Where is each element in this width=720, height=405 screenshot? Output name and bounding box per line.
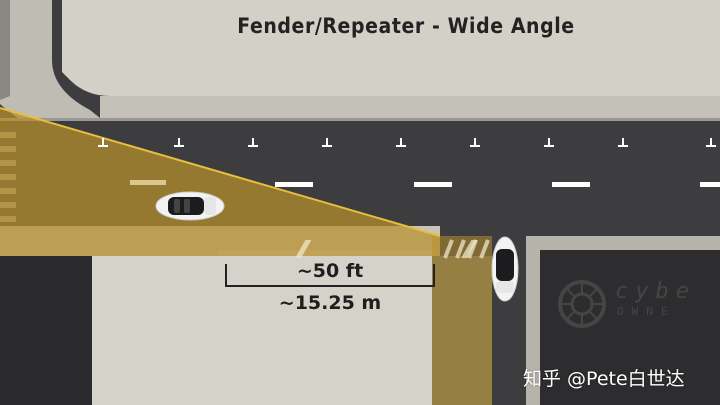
diagram-title: Fender/Repeater - Wide Angle	[237, 14, 575, 38]
camera-view-edge	[0, 107, 441, 237]
right-crosswalk-stripes	[443, 239, 490, 259]
top-sidewalk	[100, 96, 720, 118]
brand-logo: cybe OWNE	[555, 275, 720, 335]
lane-markings	[130, 180, 720, 187]
top-left-curb	[0, 0, 100, 118]
top-left-wall	[0, 0, 10, 100]
bottom-left-building	[0, 256, 92, 405]
distance-feet-label: ~50 ft	[296, 260, 364, 282]
distance-bracket	[225, 264, 435, 287]
top-building-block	[62, 0, 720, 96]
top-curb-edge	[0, 118, 720, 121]
parked-car-icon	[491, 236, 519, 302]
camera-view-area	[0, 108, 440, 256]
watermark-text: 知乎 @Pete白世达	[523, 368, 685, 390]
car-top-view-icon	[155, 191, 225, 221]
brand-wordmark: cybe	[615, 279, 696, 304]
camera-view-sidestreet	[432, 236, 492, 405]
parking-ticks	[98, 138, 716, 147]
right-building-inner	[540, 250, 720, 405]
brand-subtext: OWNE	[617, 305, 676, 318]
distance-meters-label: ~15.25 m	[278, 292, 382, 314]
bottom-center-building	[92, 256, 432, 405]
gear-wheel-logo-icon	[558, 280, 606, 328]
